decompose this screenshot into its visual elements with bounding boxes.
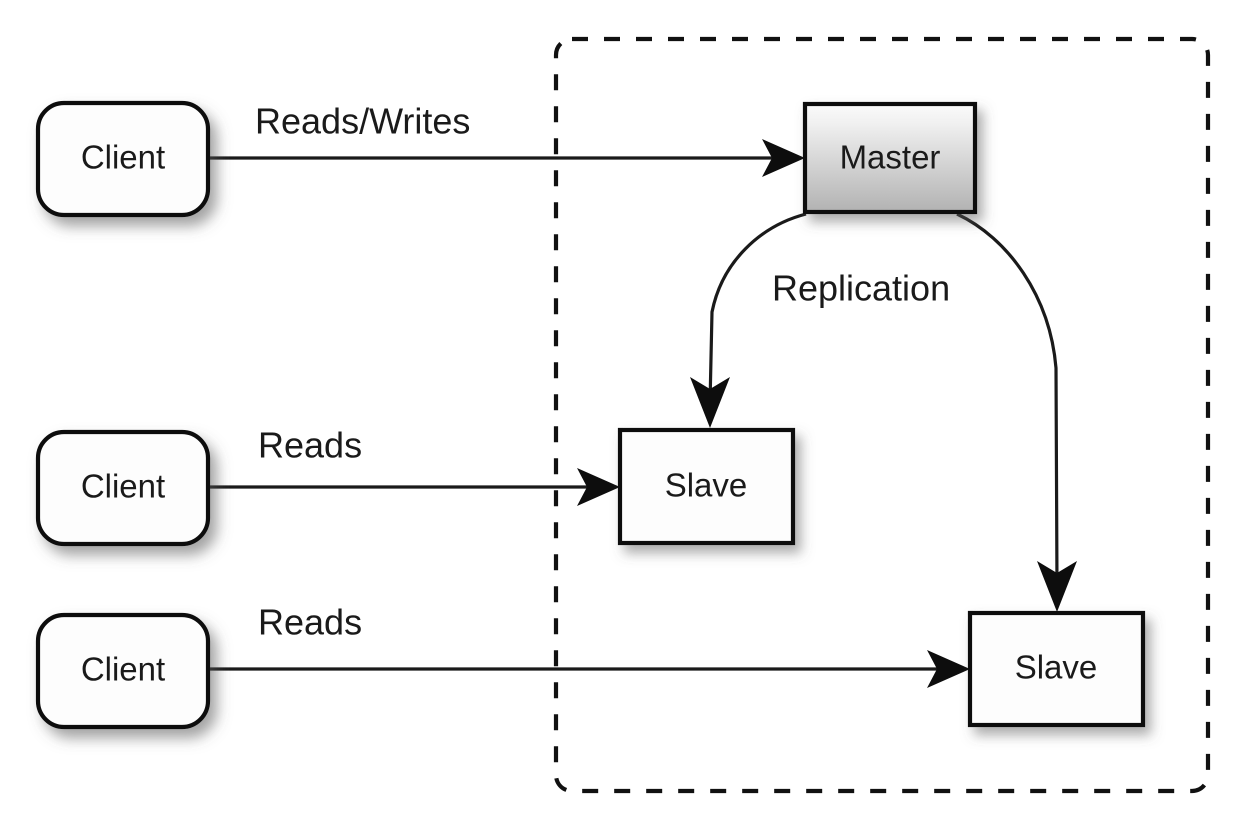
arrow-head-icon bbox=[577, 468, 620, 506]
node-client-3[interactable]: Client bbox=[35, 612, 211, 730]
node-client-2[interactable]: Client bbox=[35, 429, 211, 547]
edge-master-slave1-curve bbox=[708, 212, 807, 405]
client-1-shape[interactable] bbox=[35, 100, 211, 218]
edge-client2-slave1 bbox=[208, 468, 620, 506]
edge-master-slave2 bbox=[956, 212, 1077, 612]
edge-label-replication: Replication bbox=[772, 268, 950, 309]
slave-1-shape[interactable] bbox=[617, 427, 796, 546]
edge-label-reads-slave2: Reads bbox=[258, 602, 362, 643]
slave-1-label: Slave bbox=[665, 467, 748, 504]
edge-master-slave2-curve bbox=[956, 212, 1059, 589]
slave-2-shape[interactable] bbox=[967, 610, 1146, 728]
master-shape[interactable] bbox=[802, 101, 978, 215]
edge-client3-slave2 bbox=[208, 650, 970, 688]
client-2-label: Client bbox=[81, 468, 165, 505]
client-1-label: Client bbox=[81, 139, 165, 176]
node-slave-2[interactable]: Slave bbox=[967, 610, 1146, 728]
slave-2-label: Slave bbox=[1015, 649, 1098, 686]
node-master[interactable]: Master bbox=[802, 101, 978, 215]
edge-label-reads-writes: Reads/Writes bbox=[255, 101, 470, 142]
client-2-shape[interactable] bbox=[35, 429, 211, 547]
arrow-head-icon bbox=[690, 377, 730, 428]
edge-master-slave1 bbox=[690, 212, 807, 428]
client-3-label: Client bbox=[81, 651, 165, 688]
arrow-head-icon bbox=[762, 139, 805, 177]
arrow-head-icon bbox=[1037, 561, 1077, 612]
node-slave-1[interactable]: Slave bbox=[617, 427, 796, 546]
edge-label-reads-slave1: Reads bbox=[258, 425, 362, 466]
arrow-head-icon bbox=[927, 650, 970, 688]
node-client-1[interactable]: Client bbox=[35, 100, 211, 218]
client-3-shape[interactable] bbox=[35, 612, 211, 730]
edge-client1-master bbox=[208, 139, 805, 177]
replication-cluster-boundary bbox=[553, 36, 1211, 794]
master-label: Master bbox=[840, 139, 941, 176]
